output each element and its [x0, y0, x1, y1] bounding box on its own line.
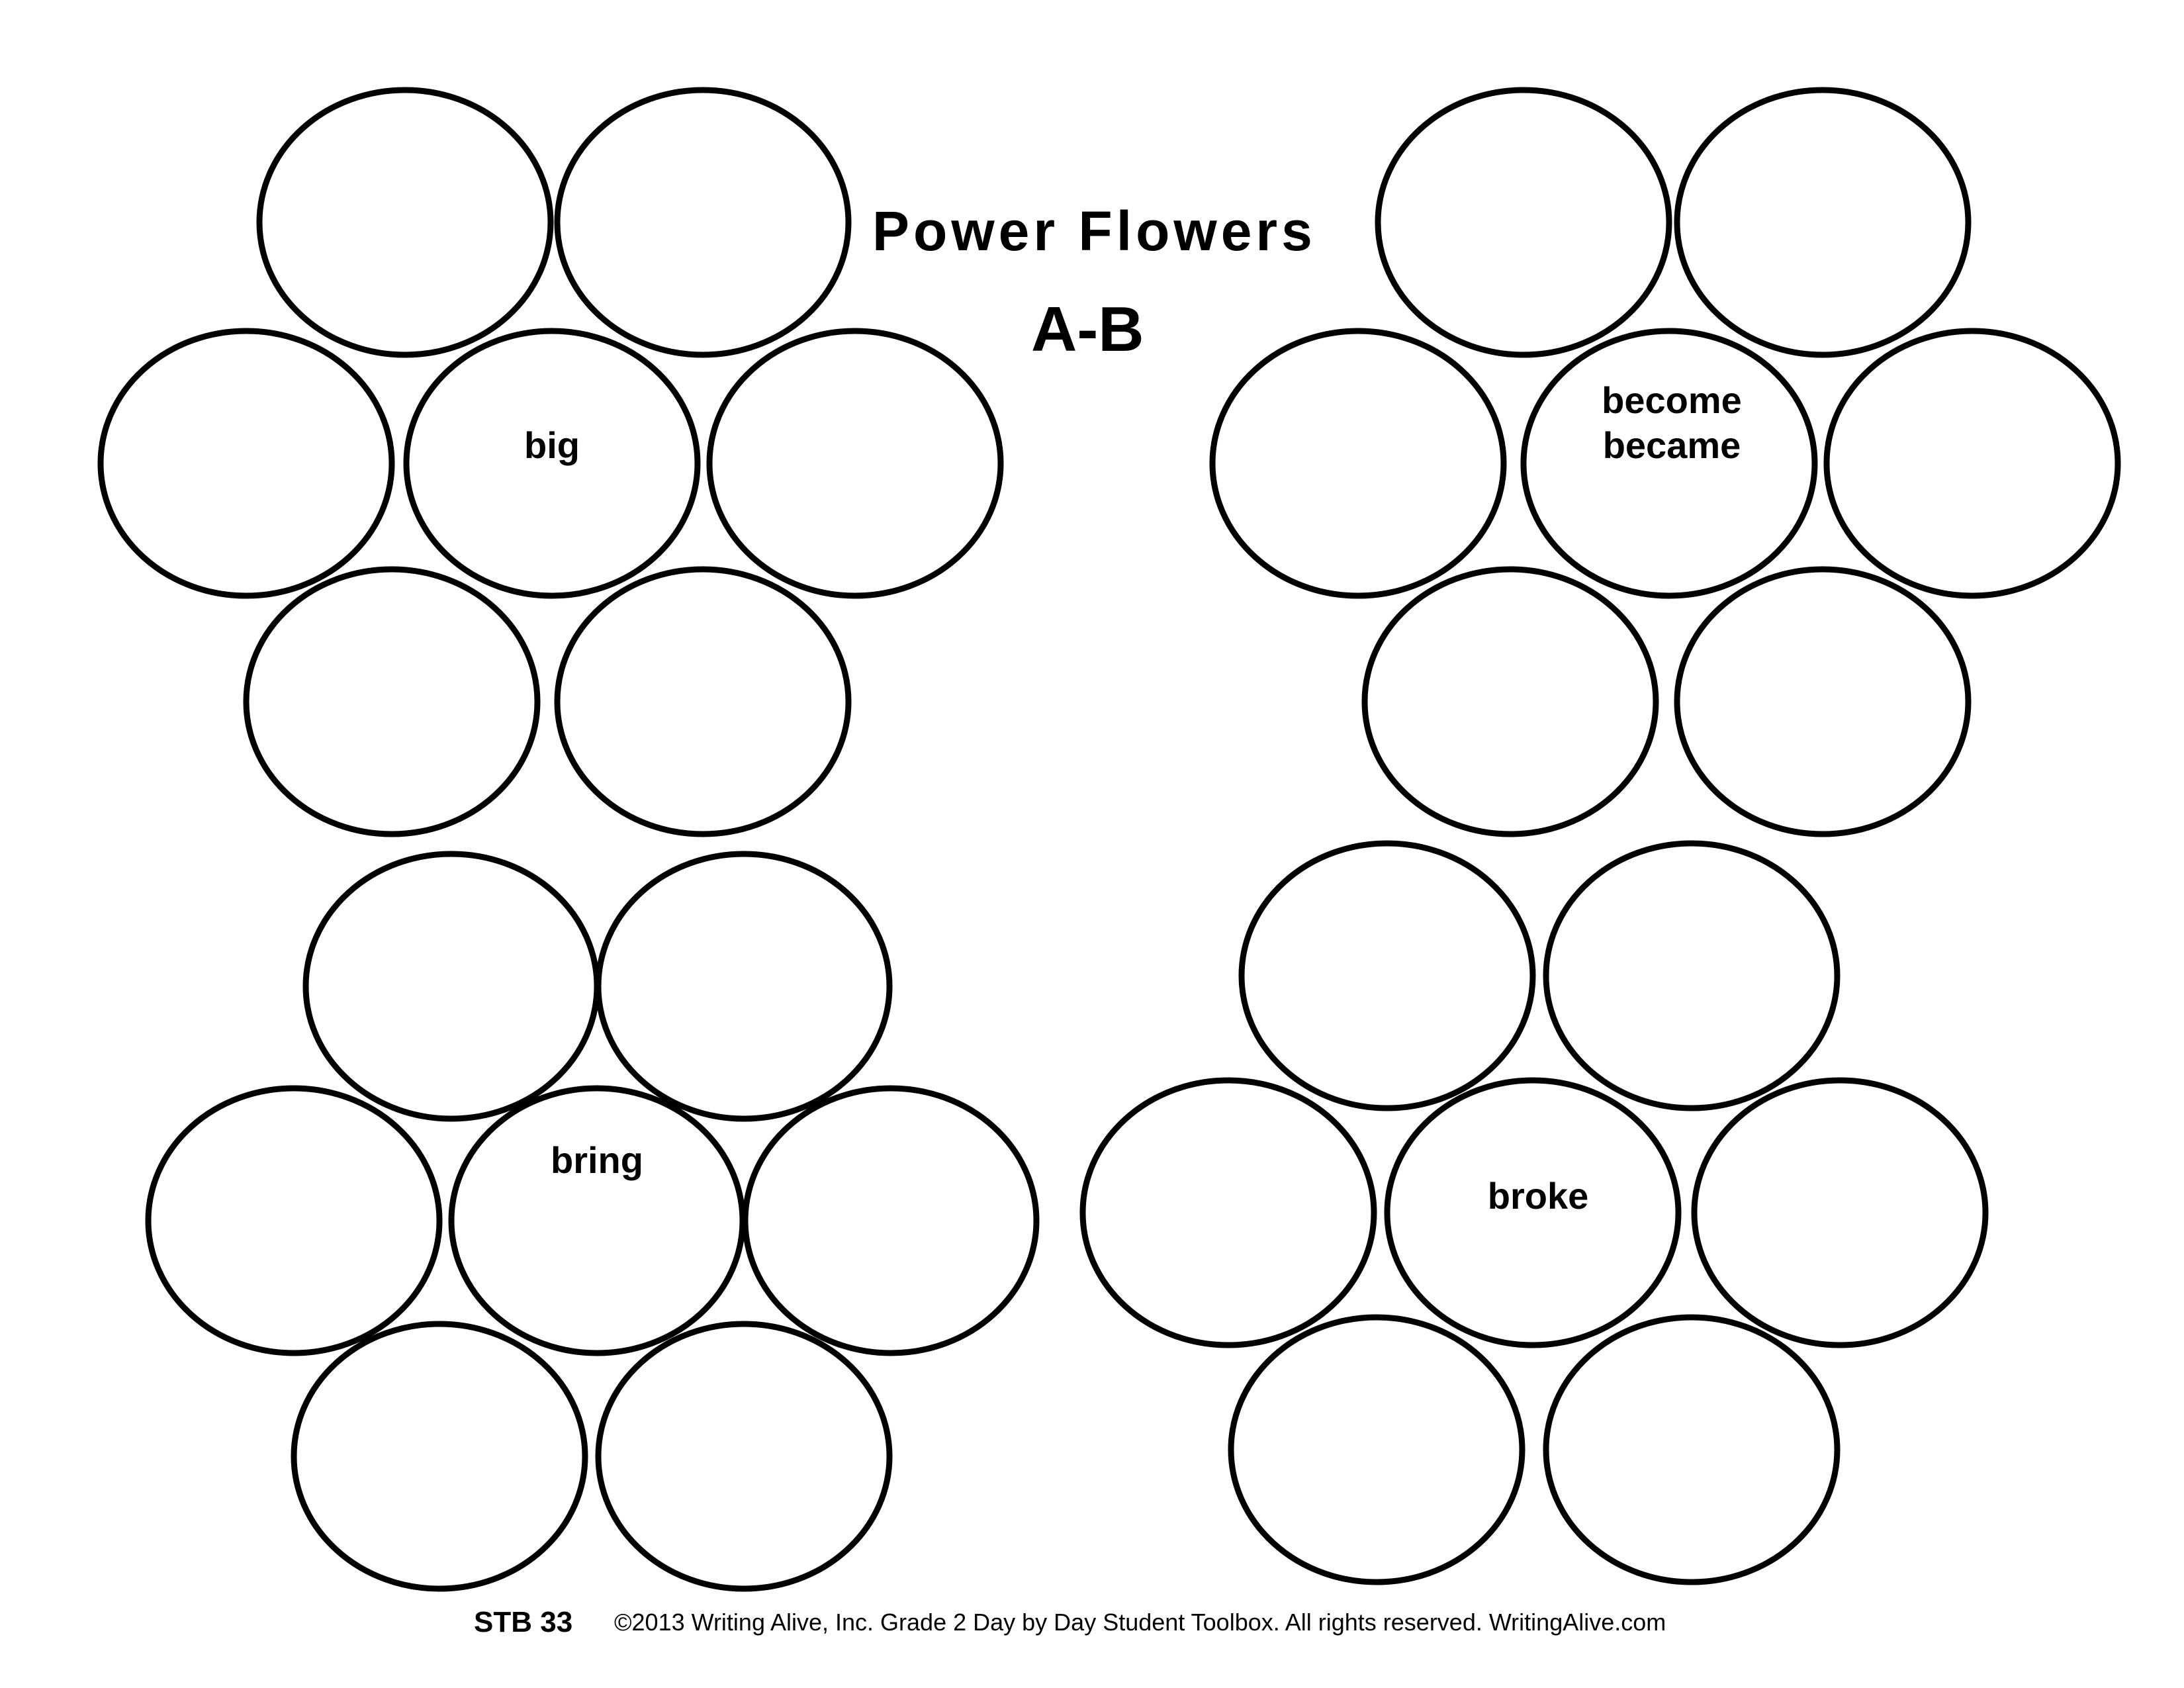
petal-bottom-right[interactable]: [1543, 1314, 1841, 1585]
petal-top-right[interactable]: [595, 851, 893, 1122]
petal-middle-right[interactable]: [742, 1085, 1040, 1356]
flower-big: big: [97, 87, 1004, 837]
center-word-line-1: become: [1602, 379, 1742, 421]
petal-bottom-right[interactable]: [554, 566, 852, 837]
petal-top-right[interactable]: [554, 87, 852, 358]
petal-middle-left[interactable]: [145, 1085, 443, 1356]
petal-center[interactable]: [1384, 1077, 1682, 1348]
petal-top-left[interactable]: [1238, 840, 1536, 1111]
center-word: bring: [551, 1139, 643, 1181]
petal-middle-left[interactable]: [1209, 328, 1507, 599]
petal-top-left[interactable]: [1375, 87, 1672, 358]
flower-broke: broke: [1079, 840, 1989, 1585]
petal-middle-right[interactable]: [1691, 1077, 1989, 1348]
petal-center[interactable]: [1520, 328, 1818, 599]
petal-bottom-left[interactable]: [291, 1321, 588, 1592]
petal-bottom-left[interactable]: [243, 566, 541, 837]
petal-top-left[interactable]: [256, 87, 554, 358]
petal-bottom-left[interactable]: [1228, 1314, 1525, 1585]
page-subtitle: A-B: [1031, 294, 1144, 365]
petal-middle-right[interactable]: [706, 328, 1004, 599]
footer-copyright: ©2013 Writing Alive, Inc. Grade 2 Day by…: [614, 1609, 1666, 1636]
petal-top-right[interactable]: [1543, 840, 1841, 1111]
petal-bottom-left[interactable]: [1361, 566, 1659, 837]
petal-middle-left[interactable]: [97, 328, 395, 599]
petal-middle-right[interactable]: [1823, 328, 2121, 599]
footer-code: STB 33: [474, 1606, 572, 1638]
petal-bottom-right[interactable]: [1674, 566, 1972, 837]
center-word-line-2: became: [1603, 424, 1741, 466]
flower-bring: bring: [145, 851, 1040, 1592]
flower-become: become became: [1209, 87, 2121, 837]
petal-bottom-right[interactable]: [595, 1321, 893, 1592]
center-word: broke: [1488, 1175, 1589, 1217]
petal-center[interactable]: [448, 1085, 746, 1356]
petal-top-right[interactable]: [1674, 87, 1972, 358]
page-title: Power Flowers: [872, 200, 1316, 262]
petal-middle-left[interactable]: [1079, 1077, 1377, 1348]
center-word: big: [524, 424, 580, 466]
petal-top-left[interactable]: [302, 851, 600, 1122]
petal-center[interactable]: [403, 328, 701, 599]
